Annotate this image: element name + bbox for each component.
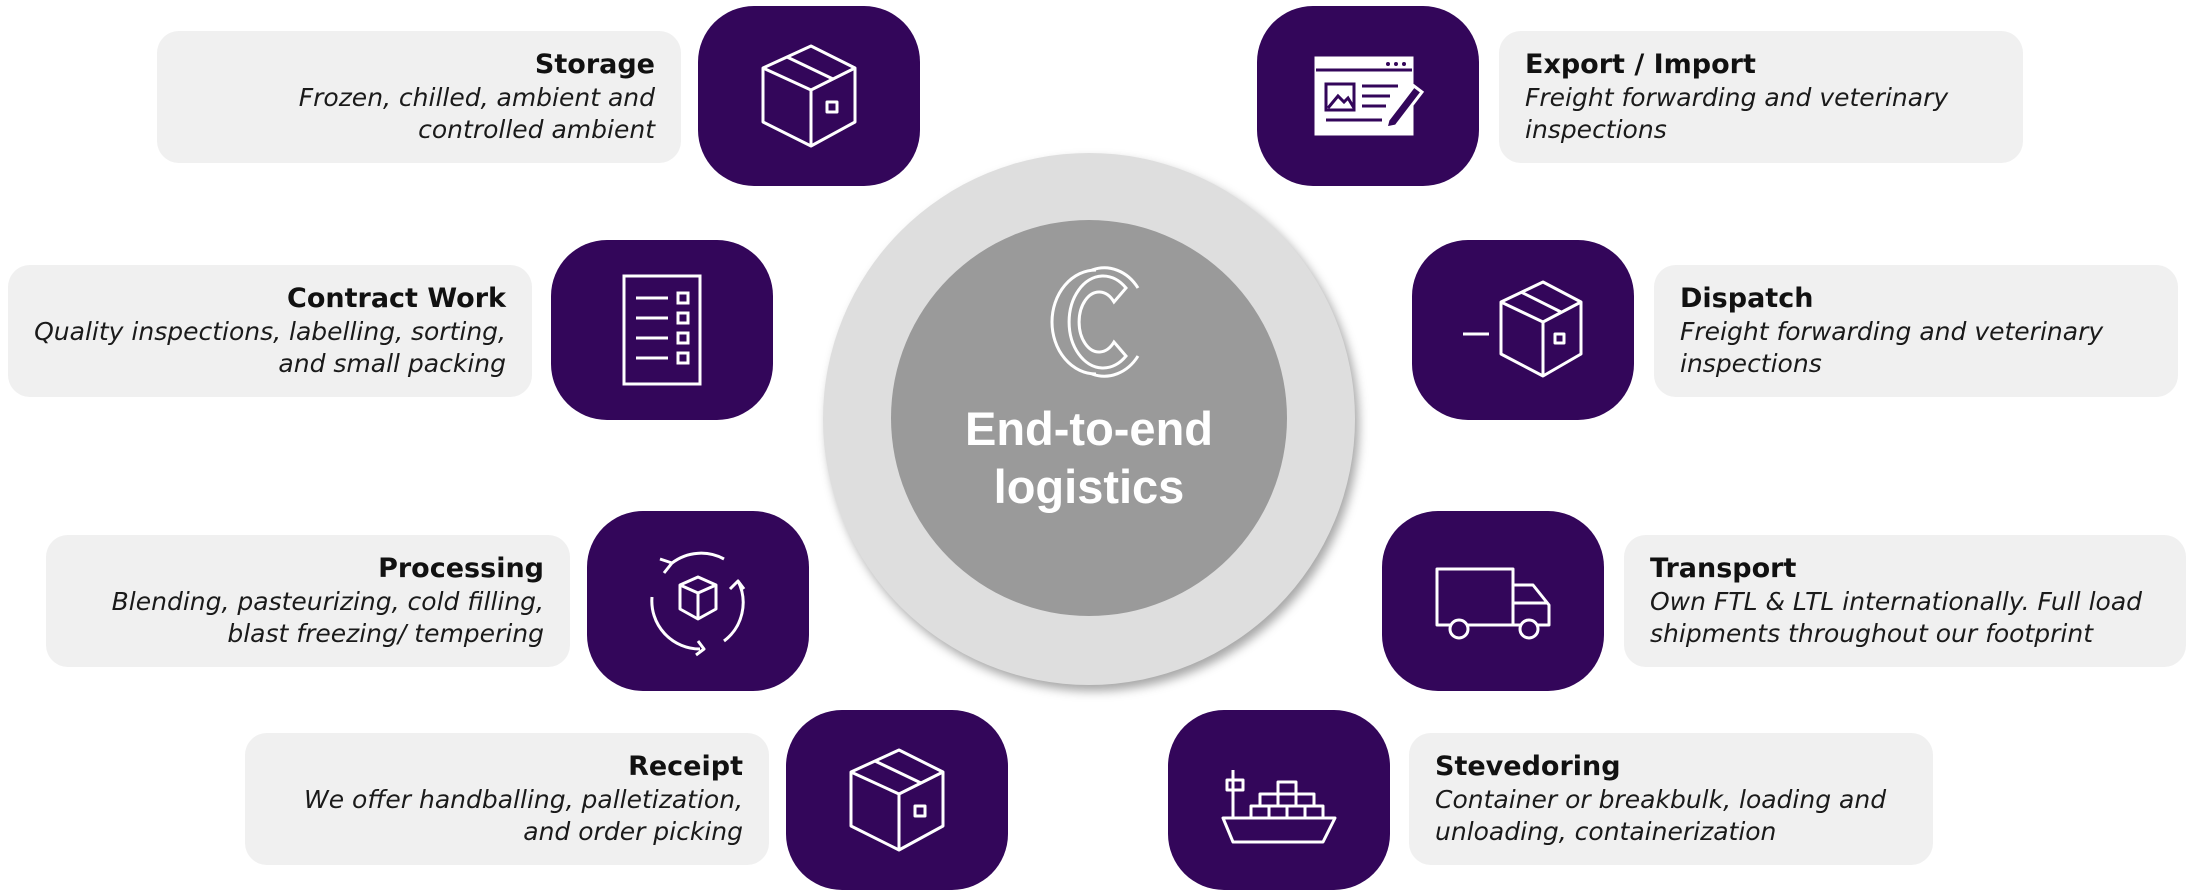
cargo-ship-icon (1221, 770, 1337, 844)
service-description: Freight forwarding and veterinary inspec… (1525, 83, 1949, 144)
service-tile-storage (698, 6, 920, 186)
c-logo-icon (1050, 266, 1140, 378)
service-tile-stevedoring (1168, 710, 1390, 890)
service-tile-transport (1382, 511, 1604, 691)
service-card-export-import: Export / Import Freight forwarding and v… (1499, 31, 2023, 163)
service-description: Freight forwarding and veterinary inspec… (1680, 317, 2104, 378)
service-tile-processing (587, 511, 809, 691)
truck-icon (1435, 567, 1551, 640)
service-tile-export-import (1257, 6, 1479, 186)
service-card-stevedoring: Stevedoring Container or breakbulk, load… (1409, 733, 1933, 865)
service-title: Processing (378, 553, 544, 584)
service-title: Contract Work (287, 283, 506, 314)
service-title: Transport (1650, 553, 1797, 584)
box-icon (849, 748, 945, 852)
center-label-line2: logistics (993, 460, 1185, 513)
service-card-contract-work: Contract Work Quality inspections, label… (8, 265, 532, 397)
service-description: Blending, pasteurizing, cold filling, bl… (111, 587, 544, 648)
service-tile-receipt (786, 710, 1008, 890)
service-description: Frozen, chilled, ambient and controlled … (298, 83, 655, 144)
center-label: End-to-end logistics (891, 400, 1287, 516)
service-tile-contract-work (551, 240, 773, 420)
service-description: Own FTL & LTL internationally. Full load… (1650, 587, 2143, 648)
box-icon (761, 44, 857, 148)
service-title: Storage (534, 49, 655, 80)
service-description: Container or breakbulk, loading and unlo… (1435, 785, 1887, 846)
service-title: Dispatch (1680, 283, 1814, 314)
box-cycle-icon (650, 551, 746, 657)
service-description: We offer handballing, palletization, and… (304, 785, 743, 846)
box-dispatch-icon (1463, 280, 1583, 378)
service-description: Quality inspections, labelling, sorting,… (34, 317, 506, 378)
document-edit-icon (1314, 56, 1425, 136)
service-card-transport: Transport Own FTL & LTL internationally.… (1624, 535, 2186, 667)
service-title: Receipt (628, 751, 743, 782)
service-card-storage: Storage Frozen, chilled, ambient and con… (157, 31, 681, 163)
center-label-line1: End-to-end (965, 402, 1213, 455)
service-title: Export / Import (1525, 49, 1756, 80)
checklist-icon (622, 274, 702, 386)
service-card-processing: Processing Blending, pasteurizing, cold … (46, 535, 570, 667)
service-card-receipt: Receipt We offer handballing, palletizat… (245, 733, 769, 865)
inner-circle (891, 220, 1287, 616)
service-tile-dispatch (1412, 240, 1634, 420)
service-title: Stevedoring (1435, 751, 1621, 782)
service-card-dispatch: Dispatch Freight forwarding and veterina… (1654, 265, 2178, 397)
